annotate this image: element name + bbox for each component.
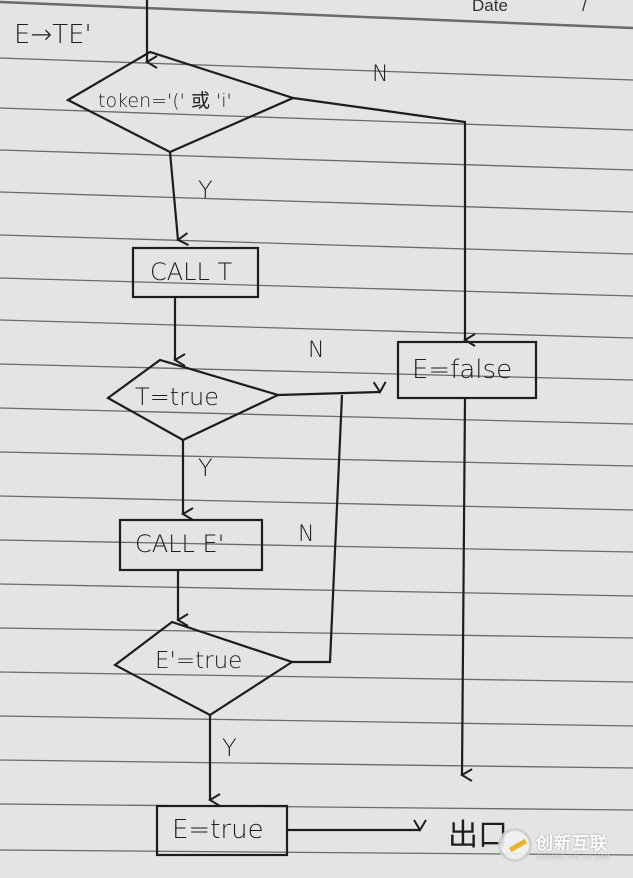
watermark: 创新互联 CHUANG XIN HU LIAN xyxy=(498,828,610,862)
decision1-label: token='(' 或 'i' xyxy=(98,90,232,112)
edge-d1-no xyxy=(292,96,476,347)
call-t-label: CALL T xyxy=(150,258,233,286)
call-t-box xyxy=(131,246,260,299)
watermark-name: 创新互联 xyxy=(536,834,608,854)
d2-no-label: N xyxy=(308,338,325,363)
edge-d2-no xyxy=(277,381,387,397)
edge-efalse-exit xyxy=(460,397,473,782)
date-separator: / xyxy=(582,0,587,15)
e-false-label: E=false xyxy=(412,355,513,385)
d3-yes-label: Y xyxy=(222,734,237,762)
d3-no-label: N xyxy=(298,522,315,547)
d1-yes-label: Y xyxy=(198,176,213,204)
d1-no-label: N xyxy=(372,62,389,87)
edge-d3-no xyxy=(292,394,344,664)
e-false-box xyxy=(396,340,538,400)
watermark-logo-icon xyxy=(498,828,532,862)
decision3-label: E'=true xyxy=(155,648,243,674)
production-rule: E→TE' xyxy=(14,20,92,50)
edge-d1-yes xyxy=(168,151,189,246)
decision2-label: T=true xyxy=(135,383,220,411)
e-true-label: E=true xyxy=(172,815,264,845)
call-e-prime-box xyxy=(118,518,264,572)
watermark-pinyin: CHUANG XIN HU LIAN xyxy=(536,854,611,861)
date-label: Date xyxy=(472,0,508,15)
call-e-prime-label: CALL E' xyxy=(135,530,225,558)
ruled-lines xyxy=(0,0,633,856)
d2-yes-label: Y xyxy=(198,454,213,482)
